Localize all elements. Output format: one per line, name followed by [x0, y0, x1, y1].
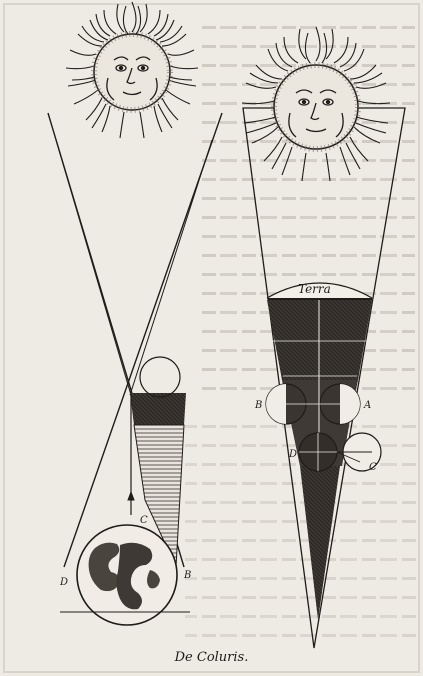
label-d-left: D [59, 577, 68, 588]
label-a-right: A [363, 400, 371, 411]
earth-label: Terra [298, 282, 331, 296]
umbra-cone-dark [130, 393, 186, 425]
plate-caption: De Coluris. [0, 650, 423, 665]
earth-segment [267, 298, 372, 300]
label-d-right: D [288, 449, 297, 460]
label-b-left: B [183, 570, 191, 581]
label-c-right: C [369, 462, 377, 473]
label-c-left: C [140, 515, 148, 526]
label-b-right: B [254, 400, 262, 411]
